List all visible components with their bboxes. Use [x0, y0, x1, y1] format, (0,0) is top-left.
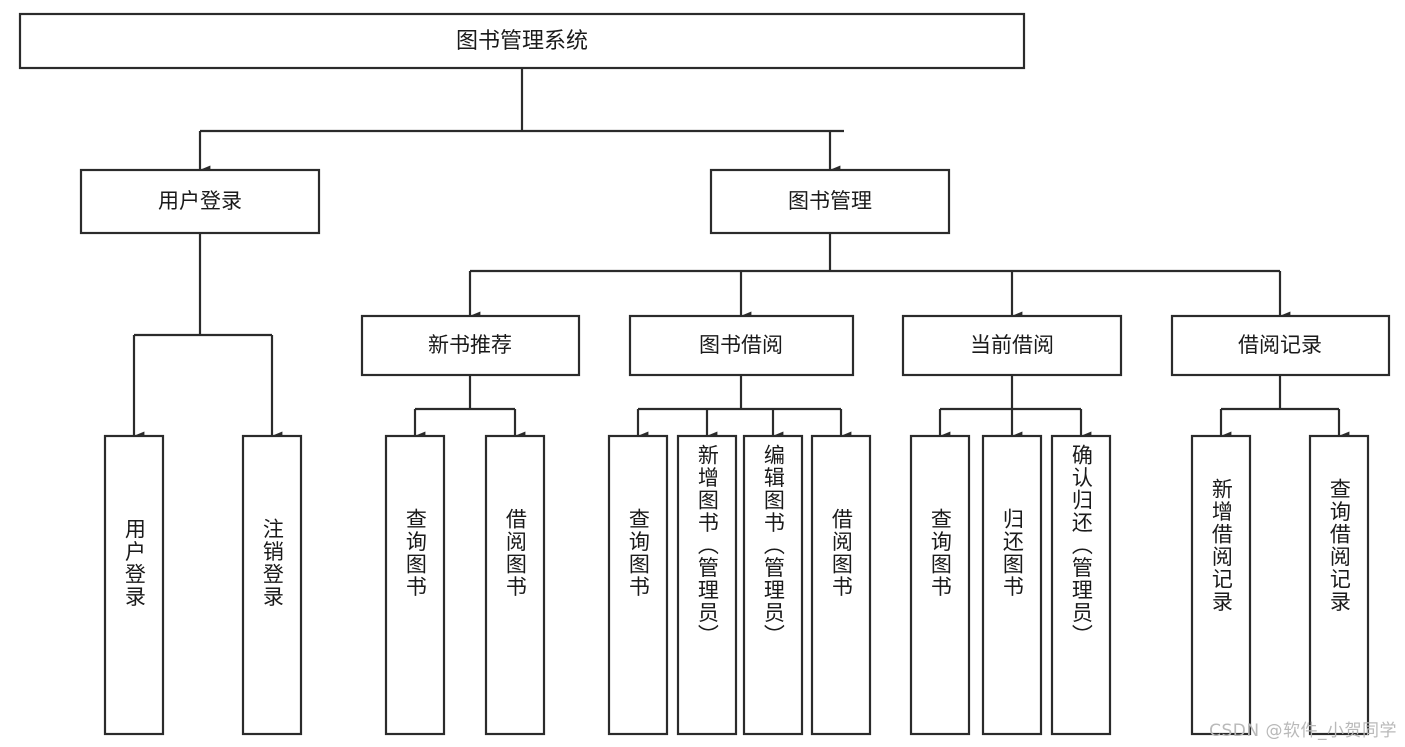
node-new-book-recommend-label: 新书推荐	[428, 333, 512, 357]
node-borrow-record-label: 借阅记录	[1238, 333, 1322, 357]
connectors-userlogin-to-leaves	[132, 233, 283, 441]
leaf-rect-add-record[interactable]	[1190, 434, 1252, 736]
connectors-borrowrecord-to-leaves	[1219, 375, 1350, 441]
leaf-rect-user-logout[interactable]	[241, 434, 303, 736]
leaf-rect-borrow-book-2[interactable]	[810, 434, 872, 736]
node-book-manage-label: 图书管理	[788, 189, 872, 213]
leaf-rect-confirm-return[interactable]	[1050, 434, 1112, 736]
node-borrow-record[interactable]: 借阅记录	[1170, 314, 1391, 377]
node-user-login-label: 用户登录	[158, 189, 242, 213]
leaf-rect-return-book[interactable]	[981, 434, 1043, 736]
node-book-borrow-label: 图书借阅	[699, 333, 783, 357]
node-root-label: 图书管理系统	[456, 29, 588, 54]
leaf-rect-query-book-1[interactable]	[384, 434, 446, 736]
leaf-rect-borrow-book-1[interactable]	[484, 434, 546, 736]
connectors-currentborrow-to-leaves	[938, 375, 1092, 441]
leaf-rect-user-login[interactable]	[103, 434, 165, 736]
node-root[interactable]: 图书管理系统	[18, 12, 1026, 70]
csdn-watermark: CSDN @软件_小贺同学	[1209, 721, 1397, 741]
leaf-rect-edit-book[interactable]	[742, 434, 804, 736]
leaf-rect-query-book-2[interactable]	[607, 434, 669, 736]
leaf-rect-query-record[interactable]	[1308, 434, 1370, 736]
node-book-manage[interactable]: 图书管理	[709, 168, 951, 235]
connectors-newbook-to-leaves	[413, 375, 526, 441]
node-user-login[interactable]: 用户登录	[79, 168, 321, 235]
connectors-bookmanage-to-level3	[468, 233, 1291, 321]
connectors-bookborrow-to-leaves	[636, 375, 852, 441]
leaf-rect-add-book[interactable]	[676, 434, 738, 736]
node-book-borrow[interactable]: 图书借阅	[628, 314, 855, 377]
leaf-rect-query-book-3[interactable]	[909, 434, 971, 736]
connectors-root-to-level2	[198, 68, 844, 175]
node-current-borrow-label: 当前借阅	[970, 333, 1054, 357]
node-current-borrow[interactable]: 当前借阅	[901, 314, 1123, 377]
node-new-book-recommend[interactable]: 新书推荐	[360, 314, 581, 377]
leaf-rects	[103, 434, 1370, 736]
